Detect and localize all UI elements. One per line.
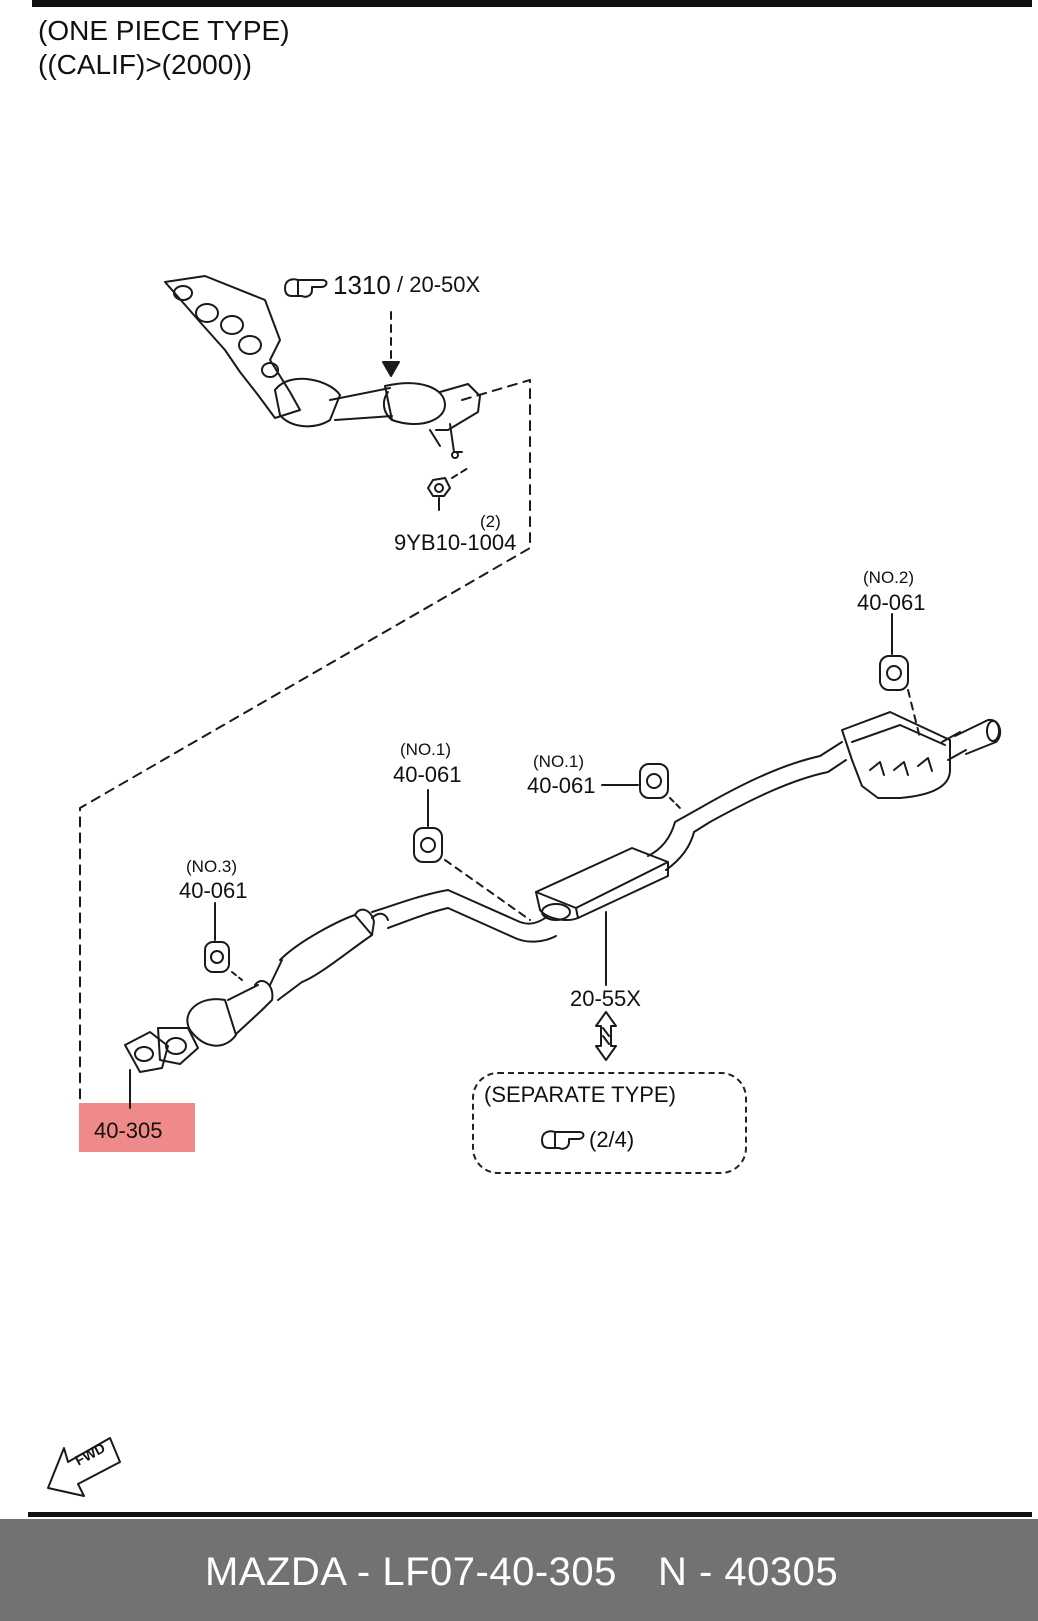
exhaust-manifold-drawing bbox=[164, 275, 481, 459]
pipe-part-number[interactable]: 20-55X bbox=[570, 986, 641, 1011]
hanger-no1b-tag: (NO.1) bbox=[533, 752, 584, 771]
nut-quantity: (2) bbox=[480, 512, 501, 531]
hanger-no1a-part-number[interactable]: 40-061 bbox=[393, 762, 462, 787]
exhaust-pipe-drawing bbox=[124, 711, 1002, 1073]
separate-type-reference[interactable]: (2/4) bbox=[589, 1127, 635, 1152]
fwd-direction-icon bbox=[47, 1437, 121, 1497]
front-gasket-shape bbox=[124, 1031, 169, 1073]
nut-leader-dashed bbox=[451, 467, 469, 479]
separate-type-box[interactable] bbox=[472, 1072, 747, 1174]
hanger-no3-tag: (NO.3) bbox=[186, 857, 237, 876]
pointing-hand-icon-separate bbox=[541, 1130, 585, 1150]
top-border-rule bbox=[32, 0, 1032, 7]
manifold-ref-sub[interactable]: / 20-50X bbox=[397, 272, 481, 297]
pointing-hand-icon-manifold bbox=[284, 278, 328, 298]
manifold-ref-main[interactable]: 1310 bbox=[333, 270, 391, 300]
nut-part-number[interactable]: 9YB10-1004 bbox=[394, 530, 517, 555]
highlighted-part-box[interactable] bbox=[79, 1103, 195, 1152]
hanger-no1b-drawing bbox=[639, 763, 669, 799]
separate-type-label: (SEPARATE TYPE) bbox=[484, 1082, 676, 1107]
nut-drawing bbox=[427, 477, 451, 511]
hanger-no3-part-number[interactable]: 40-061 bbox=[179, 878, 248, 903]
hanger-no1a-tag: (NO.1) bbox=[400, 740, 451, 759]
hanger-no3-drawing bbox=[204, 941, 230, 973]
diagram-title-line1: (ONE PIECE TYPE) bbox=[38, 15, 290, 46]
hanger-no1b-part-number[interactable]: 40-061 bbox=[527, 773, 596, 798]
footer-bar bbox=[0, 1519, 1038, 1621]
hanger-no2-tag: (NO.2) bbox=[863, 568, 914, 587]
hanger-no1a-drawing bbox=[413, 827, 443, 863]
footer-top-rule bbox=[28, 1512, 1032, 1517]
diagram-title-line2: ((CALIF)>(2000)) bbox=[38, 49, 252, 80]
double-arrow-icon bbox=[595, 1011, 617, 1061]
footer-code: N - 40305 bbox=[658, 1550, 839, 1594]
hanger-no2-part-number[interactable]: 40-061 bbox=[857, 590, 926, 615]
footer-part-number: MAZDA - LF07-40-305 bbox=[205, 1550, 617, 1594]
gasket-part-number[interactable]: 40-305 bbox=[94, 1118, 163, 1143]
hanger-no2-drawing bbox=[879, 655, 909, 691]
manifold-ref-arrowhead bbox=[382, 361, 400, 377]
dashed-assembly-boundary bbox=[79, 379, 531, 1101]
